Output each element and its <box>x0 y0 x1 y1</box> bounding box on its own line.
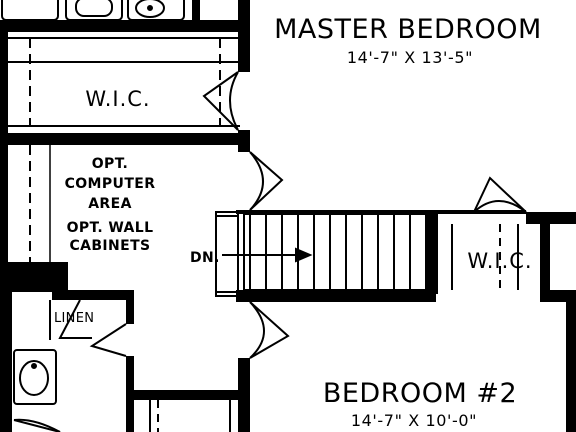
doors <box>58 71 527 359</box>
wall-cabinets-line2: CABINETS <box>69 238 150 254</box>
bath-fixtures <box>13 300 61 432</box>
wic-left-label: W.I.C. <box>85 87 150 111</box>
master-bedroom-name: MASTER BEDROOM <box>274 14 542 45</box>
computer-area-line1: OPT. <box>92 156 129 172</box>
staircase <box>215 210 526 297</box>
bedroom-2-name: BEDROOM #2 <box>323 378 517 409</box>
closet-lines <box>8 37 519 432</box>
bedroom-2-dimensions: 14'-7" X 10'-0" <box>351 411 477 430</box>
bath-fixtures-top <box>1 0 185 21</box>
stairs-down-label: DN. <box>190 250 220 266</box>
linen-label: LINEN <box>54 311 94 326</box>
wic-right-label: W.I.C. <box>467 249 532 273</box>
master-bedroom-dimensions: 14'-7" X 13'-5" <box>347 48 473 67</box>
computer-area-line3: AREA <box>88 196 132 212</box>
computer-area-line2: COMPUTER <box>65 176 156 192</box>
room-labels: MASTER BEDROOM 14'-7" X 13'-5" BEDROOM #… <box>54 14 542 430</box>
wall-cabinets-line1: OPT. WALL <box>67 220 154 236</box>
